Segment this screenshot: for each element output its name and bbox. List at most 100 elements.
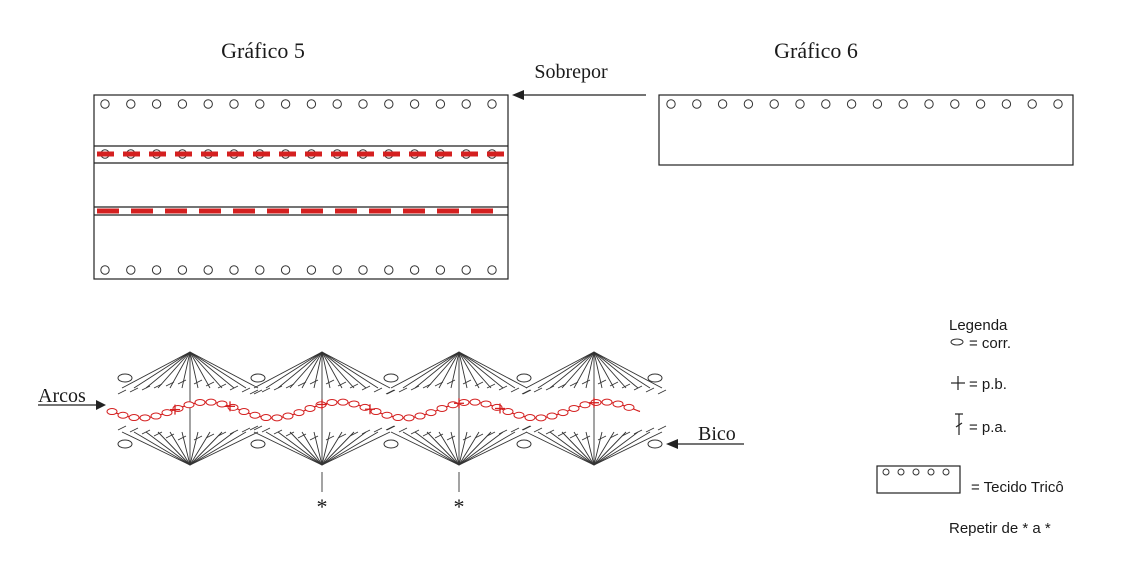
fan-stroke bbox=[145, 351, 191, 389]
stitch-tick bbox=[434, 433, 444, 439]
stitch-tick bbox=[597, 435, 607, 441]
stitch-circle bbox=[846, 99, 857, 109]
red-chain-oval bbox=[326, 398, 338, 406]
stitch-circle bbox=[924, 99, 934, 109]
stitch-circle bbox=[203, 99, 213, 109]
red-dash bbox=[383, 151, 400, 157]
stitch-circle bbox=[100, 265, 110, 275]
stitch-circle bbox=[229, 265, 239, 275]
fan-stroke bbox=[593, 351, 603, 389]
red-chain-oval bbox=[249, 411, 261, 419]
stitch-tick bbox=[545, 429, 555, 435]
fan-stroke bbox=[157, 431, 191, 466]
stitch-tick bbox=[361, 429, 371, 435]
stitch-tick bbox=[446, 379, 456, 385]
stitch-tick bbox=[297, 433, 307, 439]
stitch-circle bbox=[912, 468, 920, 476]
red-dash bbox=[461, 151, 478, 157]
fan-stroke bbox=[458, 431, 504, 466]
fan-stroke bbox=[414, 351, 460, 389]
fan-stroke bbox=[133, 351, 191, 389]
red-dash bbox=[131, 208, 153, 214]
fan-stroke bbox=[426, 351, 460, 389]
red-dash bbox=[403, 208, 425, 214]
stitch-tick bbox=[657, 389, 667, 395]
stitch-tick bbox=[498, 429, 508, 435]
red-chain-oval bbox=[271, 414, 283, 422]
red-dash bbox=[471, 208, 493, 214]
stitch-tick bbox=[373, 427, 383, 433]
red-chain-oval bbox=[370, 408, 382, 416]
stitch-circle bbox=[306, 265, 317, 275]
red-dash bbox=[233, 208, 255, 214]
stitch-tick bbox=[545, 385, 555, 391]
stitch-tick bbox=[217, 383, 227, 389]
bico-arrow-icon bbox=[666, 439, 744, 449]
stitch-circle bbox=[435, 99, 446, 109]
stitch-tick bbox=[129, 427, 139, 433]
chain-oval bbox=[516, 373, 532, 383]
stitch-tick bbox=[309, 435, 319, 441]
fan-stroke bbox=[121, 431, 191, 466]
fan-stroke bbox=[561, 431, 595, 466]
stitch-tick bbox=[597, 379, 607, 385]
stitch-tick bbox=[217, 431, 227, 437]
stitch-tick bbox=[621, 383, 631, 389]
stitch-tick bbox=[521, 389, 531, 395]
stitch-tick bbox=[609, 433, 619, 439]
red-chain-oval bbox=[260, 414, 272, 422]
fan-stroke bbox=[561, 351, 595, 389]
fan-stroke bbox=[321, 431, 391, 466]
fan-stroke bbox=[321, 431, 379, 466]
stitch-tick bbox=[498, 385, 508, 391]
stitch-tick bbox=[462, 435, 472, 441]
stitch-tick bbox=[249, 389, 259, 395]
fan-stroke bbox=[390, 351, 460, 389]
stitch-tick bbox=[141, 385, 151, 391]
red-dash bbox=[165, 208, 187, 214]
stitch-circle bbox=[409, 265, 420, 275]
stitch-tick bbox=[510, 387, 520, 393]
chart5-red-dashed-line bbox=[97, 208, 493, 214]
red-chain-oval bbox=[128, 414, 140, 422]
fan-stroke bbox=[525, 351, 595, 389]
stitch-tick bbox=[285, 431, 295, 437]
stitch-tick bbox=[633, 385, 643, 391]
stitch-circle bbox=[692, 99, 702, 109]
fan-stroke bbox=[458, 431, 468, 466]
chain-oval bbox=[647, 439, 663, 449]
stitch-tick bbox=[533, 427, 543, 433]
stitch-tick bbox=[241, 387, 251, 393]
stitch-tick bbox=[621, 431, 631, 437]
stitch-circle bbox=[126, 99, 136, 109]
red-chain-oval bbox=[282, 412, 294, 420]
stitch-circle bbox=[950, 99, 960, 109]
fan-stroke bbox=[321, 431, 355, 466]
fan-stroke bbox=[321, 351, 367, 389]
fan-stroke bbox=[265, 431, 323, 466]
fan-stroke bbox=[593, 351, 663, 389]
stitch-tick bbox=[253, 389, 263, 395]
stitch-tick bbox=[141, 429, 151, 435]
stitch-circle bbox=[306, 99, 317, 109]
stitch-tick bbox=[309, 379, 319, 385]
fan-stroke bbox=[313, 351, 323, 389]
fan-stroke bbox=[458, 431, 516, 466]
fan-stroke bbox=[321, 351, 343, 389]
chart5-panel bbox=[93, 94, 509, 280]
red-chain-oval bbox=[436, 404, 448, 412]
red-chain-oval bbox=[502, 408, 514, 416]
chain-oval bbox=[117, 439, 133, 449]
stitch-tick bbox=[337, 381, 347, 387]
stitch-circle bbox=[461, 99, 471, 109]
stitch-tick bbox=[261, 387, 271, 393]
red-dash bbox=[123, 151, 140, 157]
red-chain-oval bbox=[546, 412, 558, 420]
red-chain-oval bbox=[623, 403, 635, 411]
fan-stroke bbox=[121, 351, 191, 389]
arcos-label: Arcos bbox=[38, 385, 86, 407]
sobrepor-label: Sobrepor bbox=[534, 61, 608, 83]
red-chain-oval bbox=[469, 398, 481, 406]
stitch-tick bbox=[193, 379, 203, 385]
stitch-tick bbox=[261, 427, 271, 433]
